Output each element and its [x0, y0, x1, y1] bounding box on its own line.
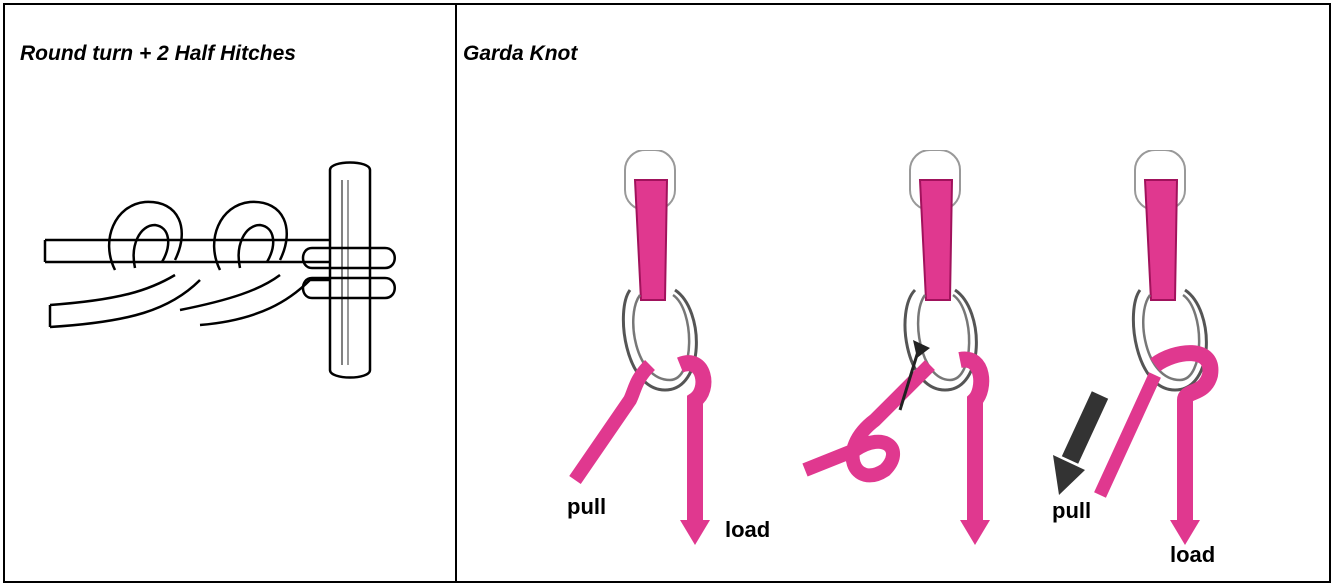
pull-label-3: pull — [1052, 498, 1091, 524]
sling — [635, 180, 667, 300]
load-label-3: load — [1170, 542, 1215, 568]
garda-step-2 — [795, 150, 1015, 560]
load-strand — [680, 363, 703, 520]
round-turn-title: Round turn + 2 Half Hitches — [20, 42, 296, 66]
loop-strand — [805, 365, 930, 475]
garda-knot-title: Garda Knot — [463, 42, 577, 66]
load-arrow-icon — [960, 520, 990, 545]
pull-arrow-shaft — [1070, 395, 1100, 460]
load-label-1: load — [725, 517, 770, 543]
pull-strand — [1100, 375, 1155, 495]
pull-strand — [575, 365, 650, 480]
load-arrow-icon — [680, 520, 710, 545]
carabiner-2 — [1143, 295, 1199, 380]
pull-arrow-icon — [1053, 455, 1085, 495]
pull-label-1: pull — [567, 494, 606, 520]
pole — [330, 163, 370, 378]
load-strand — [1155, 353, 1210, 520]
column-divider — [455, 5, 457, 581]
sling — [1145, 180, 1177, 300]
round-turn-illustration — [30, 150, 410, 390]
sling — [920, 180, 952, 300]
